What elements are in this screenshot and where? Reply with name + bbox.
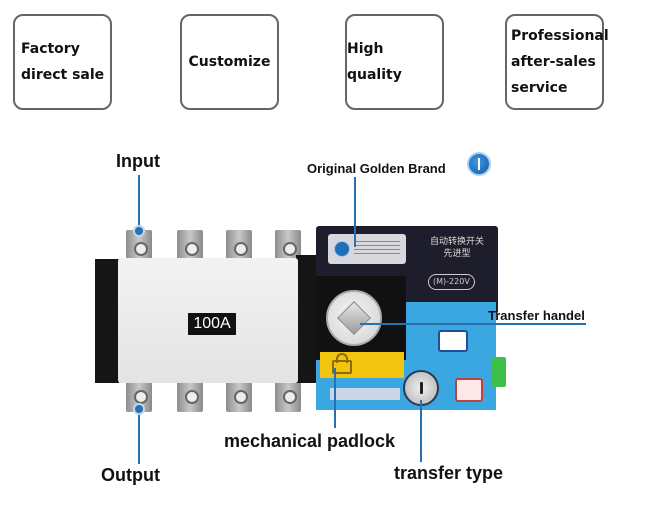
logo-mark	[478, 158, 480, 170]
side-plate-left	[95, 259, 119, 383]
output-terminal	[177, 378, 203, 412]
badge-text-line: Professional	[511, 28, 609, 44]
callout-line-brand	[354, 177, 356, 247]
side-plate-right	[296, 255, 318, 383]
badge-after-sales-service: Professional after-sales service	[505, 14, 609, 110]
manual-mode-icon	[455, 378, 483, 402]
badge-text-line: direct sale	[21, 67, 105, 83]
rating-text: 100A	[193, 315, 231, 332]
transfer-key-lock[interactable]	[403, 370, 439, 406]
badge-customize: Customize	[180, 14, 279, 110]
handle-knob[interactable]	[337, 301, 371, 335]
blue-panel-label-strip	[330, 388, 400, 400]
brand-label: Original Golden Brand	[307, 161, 446, 176]
product-type-label: 自动转换开关 先进型	[420, 236, 494, 260]
product-type-line: 先进型	[443, 249, 471, 259]
motor-mark: M	[436, 277, 444, 286]
badge-text-line: Customize	[188, 54, 271, 70]
badge-factory-direct-sale: Factory direct sale	[13, 14, 112, 110]
voltage-text: -220V	[446, 277, 470, 286]
badge-high-quality: High quality	[345, 14, 444, 110]
nameplate-fine-print	[354, 241, 400, 257]
transfer-handle[interactable]	[326, 290, 382, 346]
callout-line-input	[138, 175, 140, 231]
output-label: Output	[101, 465, 160, 485]
product-type-line: 自动转换开关	[429, 237, 484, 247]
padlock-plate[interactable]	[320, 352, 404, 378]
golden-brand-logo-icon	[467, 152, 491, 176]
voltage-mark: (M)-220V	[428, 274, 475, 290]
rating-label: 100A	[188, 313, 236, 335]
brand-logo-icon	[334, 241, 350, 257]
switch-body: 100A	[118, 258, 298, 383]
keyhole-icon	[420, 382, 423, 394]
callout-line-handle	[360, 323, 586, 325]
brand-nameplate	[328, 234, 406, 264]
green-terminal-block	[492, 357, 506, 387]
callout-line-transfer-type	[420, 400, 422, 462]
transfer-type-label: transfer type	[394, 463, 504, 483]
callout-line-output	[138, 412, 140, 464]
badge-text-line: after-sales	[511, 54, 596, 70]
auto-mode-icon	[438, 330, 468, 352]
padlock-shackle	[336, 353, 348, 363]
callout-line-padlock	[334, 368, 336, 428]
input-label: Input	[116, 151, 160, 171]
output-terminal	[275, 378, 301, 412]
callout-dot-output	[133, 403, 145, 415]
padlock-label: mechanical padlock	[224, 431, 396, 451]
callout-dot-input	[133, 225, 145, 237]
badge-text-line: Factory	[21, 41, 80, 57]
output-terminal	[226, 378, 252, 412]
badge-text-line: High quality	[347, 41, 402, 83]
transfer-handle-label: Transfer handel	[488, 308, 585, 323]
badge-text-line: service	[511, 80, 568, 96]
